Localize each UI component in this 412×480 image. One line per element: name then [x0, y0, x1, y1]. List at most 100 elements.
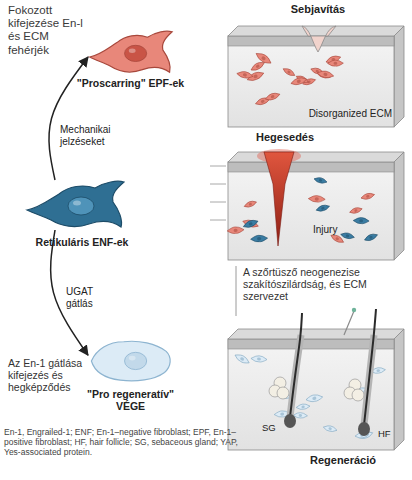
cell-body: [317, 70, 335, 79]
scar-wedge: [264, 152, 294, 246]
cell-label: "Proscarring" EPF-ek: [60, 77, 201, 89]
cell-nucleus: [366, 195, 370, 199]
dermis-layer: [228, 162, 394, 260]
cell-body: [308, 195, 325, 202]
cell-body: [250, 60, 266, 72]
nucleus-highlight: [129, 356, 136, 361]
fibroblast-icon: [234, 352, 251, 365]
block-side: [394, 329, 404, 450]
tick-line: [210, 202, 226, 203]
cell-body: [264, 91, 280, 101]
needle: [344, 311, 354, 335]
block-side: [394, 26, 404, 127]
dermis-layer: [228, 36, 394, 127]
annotation: Az En-1 gátlása kifejezés és hegképződés: [8, 357, 88, 393]
fibroblast-icon: [353, 217, 369, 224]
cell-nucleus: [260, 99, 264, 103]
skin-panel: SebjavításDisorganized ECM: [228, 22, 404, 127]
cell-nucleus: [257, 357, 261, 360]
reticular-fibroblast: Retikuláris ENF-ek: [25, 180, 125, 230]
cell-nucleus: [68, 197, 94, 215]
fibroblast-icon: [227, 226, 244, 234]
nucleus-highlight: [73, 201, 81, 206]
skin-panel: RegenerációSGHF: [228, 325, 404, 450]
cell-body: [282, 66, 296, 77]
fibroblast-icon: [282, 66, 296, 77]
cell-body: [251, 355, 268, 362]
cell-nucleus: [328, 427, 332, 430]
epidermis-layer: [228, 162, 394, 172]
hair-bulb: [284, 414, 296, 428]
skin-block: [227, 149, 404, 260]
fibroblast-icon: [296, 403, 310, 410]
cell-shape: [88, 30, 173, 75]
cell-body: [305, 394, 323, 403]
skin-illustration: [228, 325, 404, 450]
hair-shaft: [290, 313, 302, 417]
fibroblast-icon: [323, 424, 338, 432]
cell-nucleus: [243, 73, 247, 77]
cell-body: [243, 200, 257, 209]
needle-cap: [352, 308, 356, 312]
cell-body: [250, 235, 267, 243]
cell-body: [90, 31, 172, 72]
cell-nucleus: [299, 414, 303, 417]
fibroblast-icon: [242, 218, 259, 229]
cell-body: [293, 412, 307, 418]
fibroblast-icon: [364, 232, 379, 242]
cell-nucleus: [335, 237, 339, 241]
cell-body: [234, 352, 251, 365]
cell-nucleus: [296, 79, 301, 83]
cell-body: [313, 176, 327, 184]
cell-shape: [88, 336, 173, 384]
edge-label: UGAT gátlás: [66, 286, 108, 309]
panel-note: Disorganized ECM: [278, 108, 392, 120]
tick-line: [210, 184, 226, 185]
panel-title: Regeneráció: [283, 454, 403, 467]
cell-body: [315, 204, 330, 213]
fibroblast-icon: [360, 192, 375, 201]
cell-body: [360, 192, 375, 201]
cell-nucleus: [240, 357, 245, 362]
fibroblast-icon: [250, 235, 267, 243]
skin-illustration: [228, 148, 404, 260]
sebaceous-gland: [352, 389, 364, 401]
cell-nucleus: [287, 70, 291, 74]
cell-nucleus: [369, 235, 373, 239]
annotation: A szőrtüsző neogenezise szakítószilárdsá…: [243, 266, 408, 302]
skin-block: [228, 308, 404, 450]
skin-surface: [228, 152, 404, 162]
fibroblast-icon: [242, 218, 259, 229]
cell-nucleus: [125, 45, 147, 61]
cell-label: "Pro regeneratív" VÉGE: [75, 388, 186, 412]
cell-nucleus: [346, 234, 350, 237]
cell-nucleus: [319, 179, 323, 182]
cell-body: [349, 206, 363, 214]
wound-notch: [302, 26, 336, 52]
fibroblast-icon: [349, 206, 363, 214]
cell-label: Retikuláris ENF-ek: [17, 236, 147, 248]
cell-nucleus: [233, 228, 237, 232]
fibroblast-icon: [251, 355, 268, 362]
tick-line: [210, 220, 226, 221]
cell-nucleus: [321, 206, 325, 210]
annotation: Fokozott kifejezése En-l és ECM fehérjék: [8, 4, 90, 57]
structure-label: SG: [262, 423, 288, 434]
cell-body: [296, 403, 310, 410]
cell-nucleus: [376, 369, 380, 372]
cell-shape: [25, 180, 125, 230]
fibroblast-icon: [243, 200, 257, 209]
cell-nucleus: [253, 74, 258, 79]
edge-label: Mechanikai jelzéseket: [60, 124, 126, 147]
block-side: [394, 152, 404, 260]
cell-body: [353, 217, 369, 224]
cell-body: [290, 76, 307, 86]
skin-panel: HegesedésInjury: [228, 148, 404, 260]
sebaceous-gland: [277, 387, 289, 399]
cell-nucleus: [334, 62, 338, 65]
cell-body: [227, 226, 244, 234]
footnote: En-1, Engrailed-1; ENF; En-1–negative fi…: [4, 428, 254, 457]
